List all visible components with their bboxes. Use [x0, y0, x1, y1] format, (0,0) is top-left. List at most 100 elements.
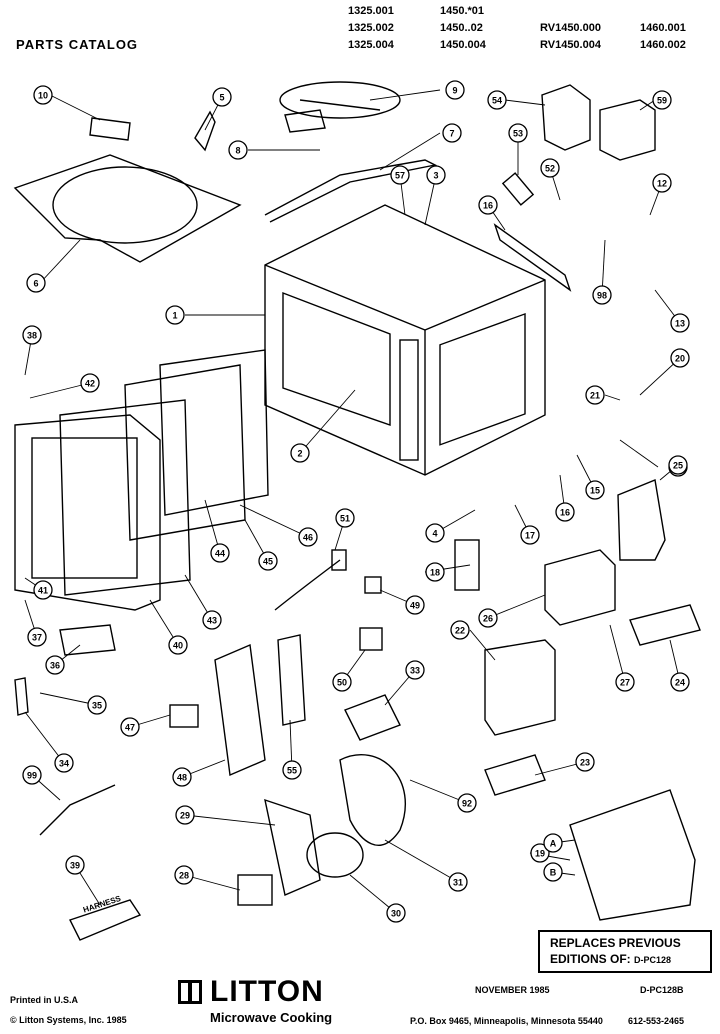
callout-number: 49 [410, 601, 420, 611]
harness-39-drawing [69, 899, 142, 941]
callout-circle [80, 373, 100, 393]
callout-3: 3 [426, 165, 446, 185]
brand-subtitle: Microwave Cooking [210, 1010, 333, 1025]
callout-38: 38 [22, 325, 42, 345]
callout-18: 18 [425, 562, 445, 582]
callout-number: 26 [483, 614, 493, 624]
panel-48-drawing [214, 643, 266, 777]
callout-number: 92 [462, 799, 472, 809]
callout-circle [670, 672, 690, 692]
callout-16: 16 [478, 195, 498, 215]
callout-43: 43 [202, 610, 222, 630]
callout-99: 99 [22, 765, 42, 785]
callout-44: 44 [210, 543, 230, 563]
callout-circle [258, 551, 278, 571]
fan-30-drawing [306, 832, 364, 878]
callout-circle [290, 443, 310, 463]
part-24-drawing [629, 604, 701, 646]
callout-25: 25 [668, 455, 688, 475]
callout-26: 26 [478, 608, 498, 628]
callout-circle [27, 627, 47, 647]
footer-printed: Printed in U.S.A [10, 995, 79, 1005]
callout-circle [670, 348, 690, 368]
cabinet-part-drawing [264, 204, 546, 476]
callout-circle [87, 695, 107, 715]
callout-number: 51 [340, 514, 350, 524]
callout-number: 15 [590, 486, 600, 496]
callout-circle [390, 165, 410, 185]
callout-28: 28 [174, 865, 194, 885]
callout-circle [575, 752, 595, 772]
callout-circle [228, 140, 248, 160]
callout-number: 22 [455, 626, 465, 636]
callout-59: 59 [652, 90, 672, 110]
replaces-label: EDITIONS OF: [550, 952, 631, 966]
callout-circle [450, 620, 470, 640]
model-number: 1325.002 [348, 22, 394, 34]
callout-35: 35 [87, 695, 107, 715]
part-23-drawing [484, 754, 546, 796]
callout-number: 54 [492, 96, 502, 106]
callout-circle [478, 195, 498, 215]
callout-circle [405, 595, 425, 615]
callout-number: 27 [620, 678, 630, 688]
callout-number: B [550, 868, 557, 878]
litton-logo-icon [178, 980, 202, 1004]
callout-number: A [550, 839, 557, 849]
callout-16: 16 [555, 502, 575, 522]
callout-number: 25 [673, 461, 683, 471]
callout-number: 24 [675, 678, 685, 688]
footer-date: NOVEMBER 1985 [475, 985, 550, 995]
callout-number: 13 [675, 319, 685, 329]
callout-number: 36 [50, 661, 60, 671]
callout-number: 48 [177, 773, 187, 783]
callout-circle [543, 862, 563, 882]
callout-circle [172, 767, 192, 787]
part-55-drawing [277, 634, 306, 726]
callout-circle [508, 123, 528, 143]
callout-13: 13 [670, 313, 690, 333]
callout-7: 7 [442, 123, 462, 143]
callout-number: 16 [483, 201, 493, 211]
callout-37: 37 [27, 627, 47, 647]
part-16-drawing [493, 223, 572, 292]
model-number: 1450.*01 [440, 5, 485, 17]
model-number: 1450..02 [440, 22, 483, 34]
callout-circle [33, 85, 53, 105]
callout-circle [120, 717, 140, 737]
callout-circle [282, 760, 302, 780]
callout-number: 6 [33, 279, 38, 289]
plate-10-drawing [89, 117, 131, 141]
callout-number: 55 [287, 766, 297, 776]
callout-23: 23 [575, 752, 595, 772]
callout-34: 34 [54, 753, 74, 773]
callout-number: 59 [657, 96, 667, 106]
callout-number: 10 [38, 91, 48, 101]
callout-circle [405, 660, 425, 680]
replaces-notice: REPLACES PREVIOUS EDITIONS OF: D-PC128 [538, 930, 712, 973]
part-34-drawing [14, 677, 29, 716]
callout-number: 31 [453, 878, 463, 888]
callout-circle [543, 833, 563, 853]
callout-10: 10 [33, 85, 53, 105]
callout-29: 29 [175, 805, 195, 825]
callout-circle [426, 165, 446, 185]
fan-9-drawing [279, 81, 401, 133]
callout-number: 47 [125, 723, 135, 733]
part-49-drawing [364, 576, 382, 594]
callout-circle [668, 455, 688, 475]
callout-20: 20 [670, 348, 690, 368]
callout-number: 21 [590, 391, 600, 401]
callout-circle [670, 313, 690, 333]
part-36-drawing [59, 624, 116, 656]
callout-33: 33 [405, 660, 425, 680]
brand-name: LITTON [210, 975, 324, 1008]
callout-number: 38 [27, 331, 37, 341]
callout-number: 34 [59, 759, 69, 769]
callout-A: A [543, 833, 563, 853]
callout-circle [332, 672, 352, 692]
callout-number: 29 [180, 811, 190, 821]
callout-number: 53 [513, 129, 523, 139]
callout-circle [210, 543, 230, 563]
